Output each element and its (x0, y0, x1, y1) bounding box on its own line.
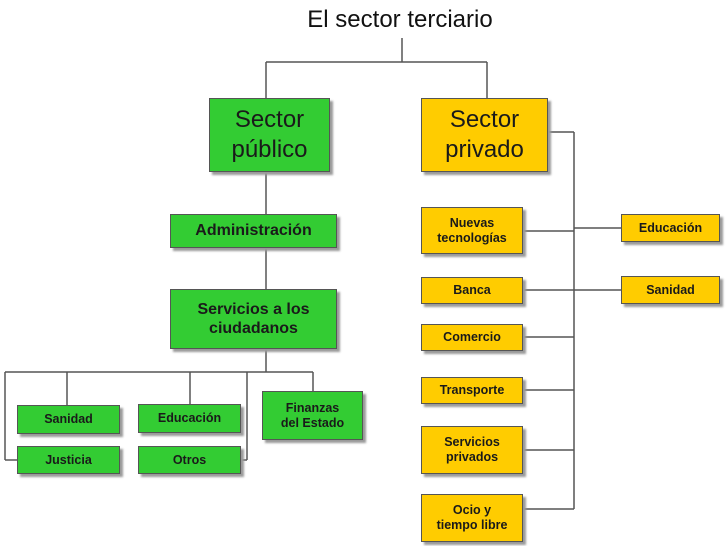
sector-privado-label: Sector privado (445, 106, 524, 163)
servicios-privados-box: Servicios privados (421, 426, 523, 474)
sanidad-privada-box: Sanidad (621, 276, 720, 304)
educacion-publica-label: Educación (157, 411, 222, 425)
justicia-label: Justicia (45, 452, 92, 467)
nuevas-tecnologias-label: Nuevas tecnologías (437, 215, 507, 245)
sanidad-publica-box: Sanidad (17, 405, 120, 434)
otros-box: Otros (138, 446, 241, 474)
comercio-box: Comercio (421, 324, 523, 351)
sector-publico-label: Sector público (231, 106, 308, 163)
servicios-privados-label: Servicios privados (444, 435, 500, 464)
administracion-box: Administración (170, 214, 337, 248)
sector-publico-box: Sector público (209, 98, 330, 172)
comercio-label: Comercio (443, 330, 501, 344)
finanzas-estado-label: Finanzas del Estado (280, 400, 345, 430)
nuevas-tecnologias-box: Nuevas tecnologías (421, 207, 523, 254)
transporte-label: Transporte (439, 383, 505, 397)
justicia-box: Justicia (17, 446, 120, 474)
ocio-tiempo-libre-box: Ocio y tiempo libre (421, 494, 523, 542)
administracion-label: Administración (195, 222, 312, 240)
educacion-publica-box: Educación (138, 404, 241, 433)
otros-label: Otros (172, 452, 207, 467)
sector-privado-box: Sector privado (421, 98, 548, 172)
servicios-ciudadanos-label: Servicios a los ciudadanos (197, 300, 310, 337)
banca-label: Banca (453, 283, 491, 297)
banca-box: Banca (421, 277, 523, 304)
ocio-tiempo-libre-label: Ocio y tiempo libre (436, 503, 508, 532)
transporte-box: Transporte (421, 377, 523, 404)
sanidad-privada-label: Sanidad (646, 282, 695, 297)
educacion-privada-box: Educación (621, 214, 720, 242)
servicios-ciudadanos-box: Servicios a los ciudadanos (170, 289, 337, 349)
sanidad-publica-label: Sanidad (44, 412, 93, 426)
diagram-title: El sector terciario (307, 6, 493, 33)
educacion-privada-label: Educación (638, 220, 703, 235)
finanzas-estado-box: Finanzas del Estado (262, 391, 363, 440)
